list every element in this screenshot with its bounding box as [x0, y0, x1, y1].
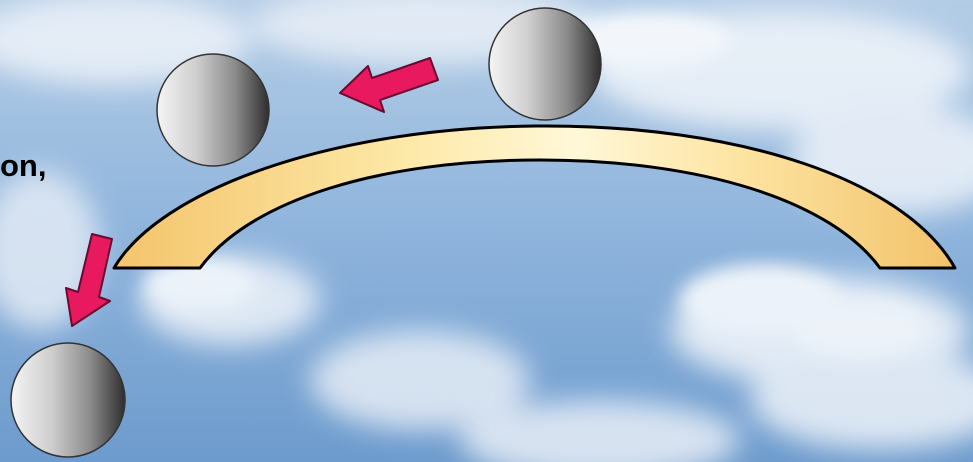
sphere-icon — [489, 8, 601, 120]
cloud — [790, 300, 930, 360]
sphere-icon — [157, 54, 269, 166]
partial-caption-text: on, — [0, 150, 47, 181]
sphere-icon — [11, 343, 125, 457]
